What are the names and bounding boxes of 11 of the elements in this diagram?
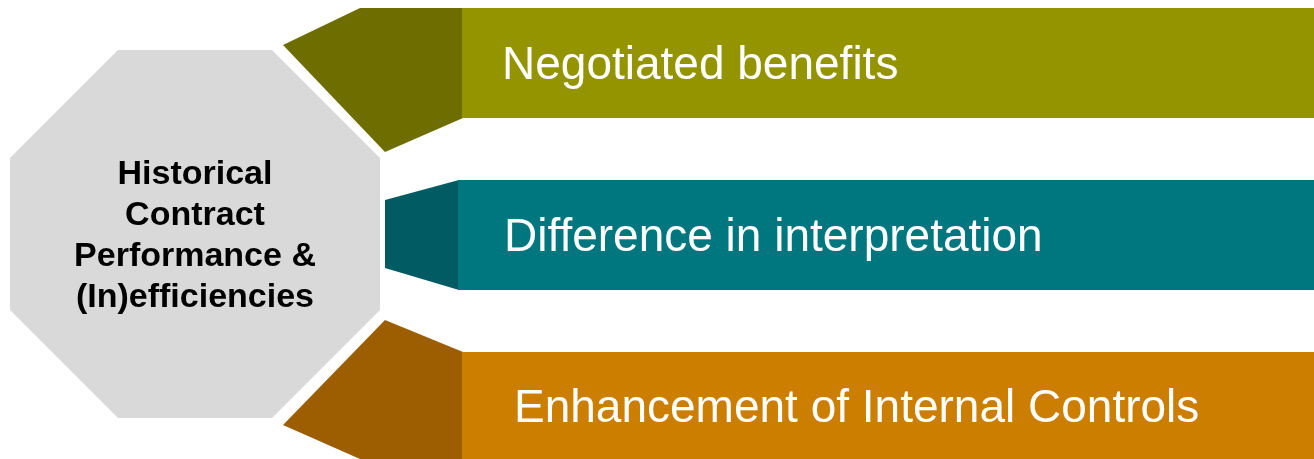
bar-text: Difference in interpretation <box>504 208 1043 262</box>
banner-bar <box>462 352 1314 459</box>
banner-bar <box>462 8 1314 118</box>
connector-wedge <box>385 180 459 290</box>
bar-text: Negotiated benefits <box>502 36 899 90</box>
connector-wedge <box>283 320 463 459</box>
heading-text: Historical Contract Performance & (In)efficiencies <box>73 152 317 316</box>
bar-text: Enhancement of Internal Controls <box>514 378 1200 433</box>
banner-bar <box>458 180 1314 290</box>
octagon-shape <box>10 50 380 418</box>
connector-wedge <box>283 8 463 152</box>
